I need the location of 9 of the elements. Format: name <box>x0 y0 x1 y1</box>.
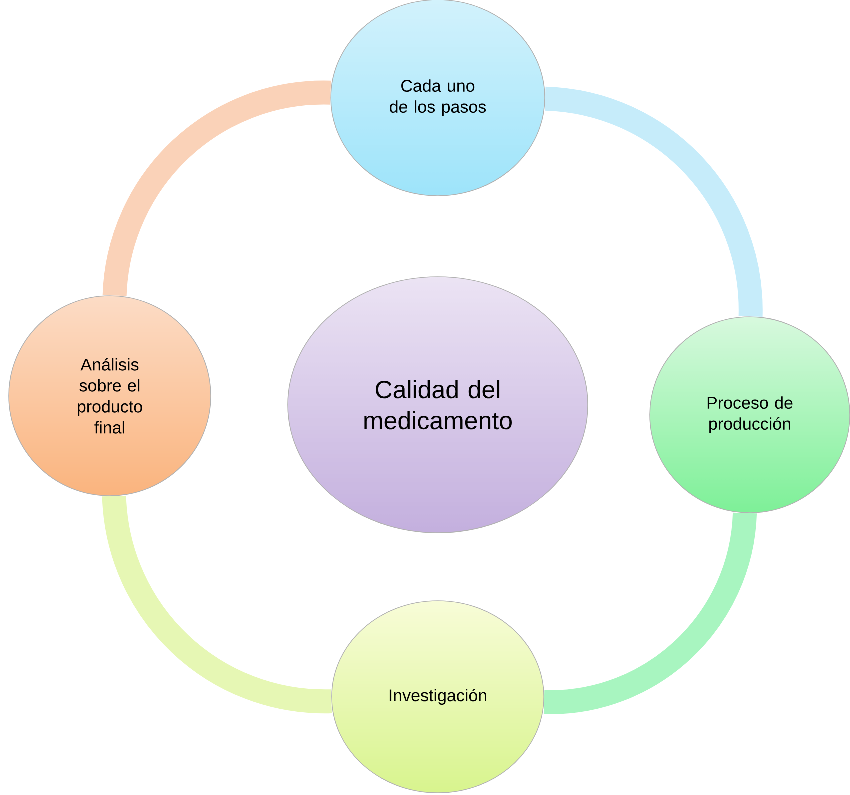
circle-node: Investigación <box>332 600 544 794</box>
circle-node: Calidad del medicamento <box>288 276 588 534</box>
ring-segment <box>102 80 332 297</box>
ring-segment <box>102 495 332 714</box>
circle-node: Análisis sobre el producto final <box>8 296 212 496</box>
circle-node: Proceso de producción <box>650 316 850 514</box>
circle-node: Cada uno de los pasos <box>330 0 546 196</box>
ring-segment <box>544 512 757 714</box>
ring-segment <box>544 86 763 318</box>
